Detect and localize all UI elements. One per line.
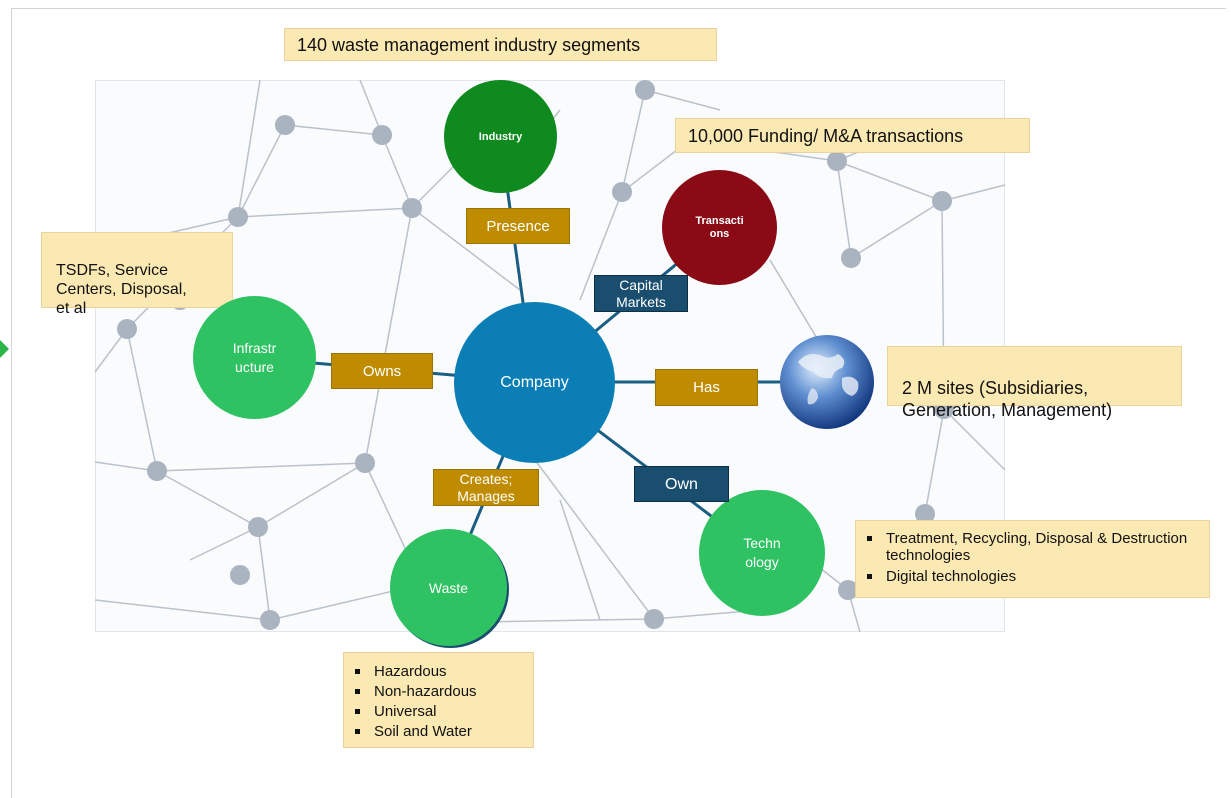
left-arrow-icon — [0, 340, 9, 358]
network-edge — [519, 439, 655, 620]
industry-node: Industry — [444, 80, 557, 193]
network-edge — [156, 462, 366, 472]
network-dot — [260, 610, 280, 630]
network-dot — [228, 207, 248, 227]
list-item: Digital technologies — [856, 568, 1209, 585]
company-label: Company — [500, 373, 569, 391]
network-dot — [117, 319, 137, 339]
transactions-node: Transacti ons — [662, 170, 777, 285]
network-dot — [827, 151, 847, 171]
network-edge — [126, 328, 158, 472]
network-edge — [479, 618, 655, 623]
network-edge — [621, 89, 646, 193]
list-item: Treatment, Recycling, Disposal & Destruc… — [856, 530, 1209, 564]
network-dot — [355, 453, 375, 473]
network-edge — [941, 184, 1006, 202]
network-dot — [915, 504, 935, 524]
has-label: Has — [655, 369, 758, 406]
infrastructure-callout-text: TSDFs, Service Centers, Disposal, et al — [56, 262, 187, 317]
network-dot — [372, 125, 392, 145]
capital-markets-text: Capital Markets — [616, 276, 666, 310]
owns-text: Owns — [362, 362, 402, 380]
network-dot — [402, 198, 422, 218]
infrastructure-node: Infrastr ucture — [193, 296, 316, 419]
network-edge — [411, 207, 521, 291]
network-edge — [559, 499, 601, 621]
own-label: Own — [634, 466, 729, 502]
network-edge — [644, 89, 721, 111]
segments-text: 140 waste management industry segments — [297, 35, 641, 55]
network-edge — [836, 160, 852, 259]
list-item: Hazardous — [344, 663, 533, 680]
network-edge — [94, 461, 158, 472]
network-dot — [147, 461, 167, 481]
transactions-label: Transacti ons — [695, 214, 744, 240]
presence-text: Presence — [486, 217, 550, 235]
waste-types-list: Hazardous Non-hazardous Universal Soil a… — [344, 663, 533, 740]
network-dot — [275, 115, 295, 135]
network-edge — [943, 408, 1006, 471]
network-dot — [248, 517, 268, 537]
network-dot — [635, 80, 655, 100]
sites-text: 2 M sites (Subsidiaries, Generation, Man… — [902, 378, 1113, 420]
network-dot — [932, 191, 952, 211]
network-edge — [237, 79, 261, 218]
network-edge — [381, 134, 413, 209]
creates-manages-label: Creates; Manages — [433, 469, 539, 506]
infrastructure-callout: TSDFs, Service Centers, Disposal, et al — [41, 232, 233, 317]
technology-node: Techn ology — [699, 490, 825, 616]
network-dot — [838, 580, 858, 600]
network-edge — [284, 124, 383, 136]
presence-label: Presence — [466, 208, 570, 244]
funding-text: 10,000 Funding/ M&A transactions — [688, 126, 964, 146]
list-item: Non-hazardous — [344, 683, 533, 700]
network-edge — [579, 191, 623, 301]
network-edge — [836, 160, 943, 202]
creates-manages-text: Creates; Manages — [457, 470, 515, 504]
own-text: Own — [665, 475, 698, 493]
sites-callout: 2 M sites (Subsidiaries, Generation, Man… — [887, 346, 1182, 420]
network-edge — [850, 200, 943, 259]
has-text: Has — [693, 379, 720, 396]
network-edge — [364, 207, 413, 464]
network-edge — [257, 526, 271, 621]
company-node: Company — [454, 302, 615, 463]
owns-label: Owns — [331, 353, 433, 389]
technologies-callout: Treatment, Recycling, Disposal & Destruc… — [855, 520, 1210, 598]
segments-callout: 140 waste management industry segments — [284, 28, 717, 61]
technologies-list: Treatment, Recycling, Disposal & Destruc… — [856, 530, 1209, 585]
slide-frame — [11, 8, 1226, 798]
waste-label: Waste — [428, 579, 469, 596]
funding-callout: 10,000 Funding/ M&A transactions — [675, 118, 1030, 153]
waste-node: Waste — [390, 529, 507, 646]
industry-label: Industry — [478, 130, 523, 143]
capital-markets-label: Capital Markets — [594, 275, 688, 312]
network-edge — [189, 526, 259, 561]
network-dot — [644, 609, 664, 629]
globe-icon — [780, 335, 874, 429]
network-edge — [237, 207, 413, 218]
list-item: Soil and Water — [344, 723, 533, 740]
network-edge — [156, 470, 259, 528]
network-dot — [612, 182, 632, 202]
network-edge — [257, 462, 366, 528]
network-edge — [94, 599, 271, 621]
network-edge — [237, 124, 286, 218]
list-item: Universal — [344, 703, 533, 720]
infrastructure-label: Infrastr ucture — [232, 339, 277, 375]
network-edge — [924, 408, 945, 515]
network-dot — [841, 248, 861, 268]
network-dot — [230, 565, 250, 585]
waste-types-callout: Hazardous Non-hazardous Universal Soil a… — [343, 652, 534, 748]
technology-label: Techn ology — [743, 535, 781, 570]
